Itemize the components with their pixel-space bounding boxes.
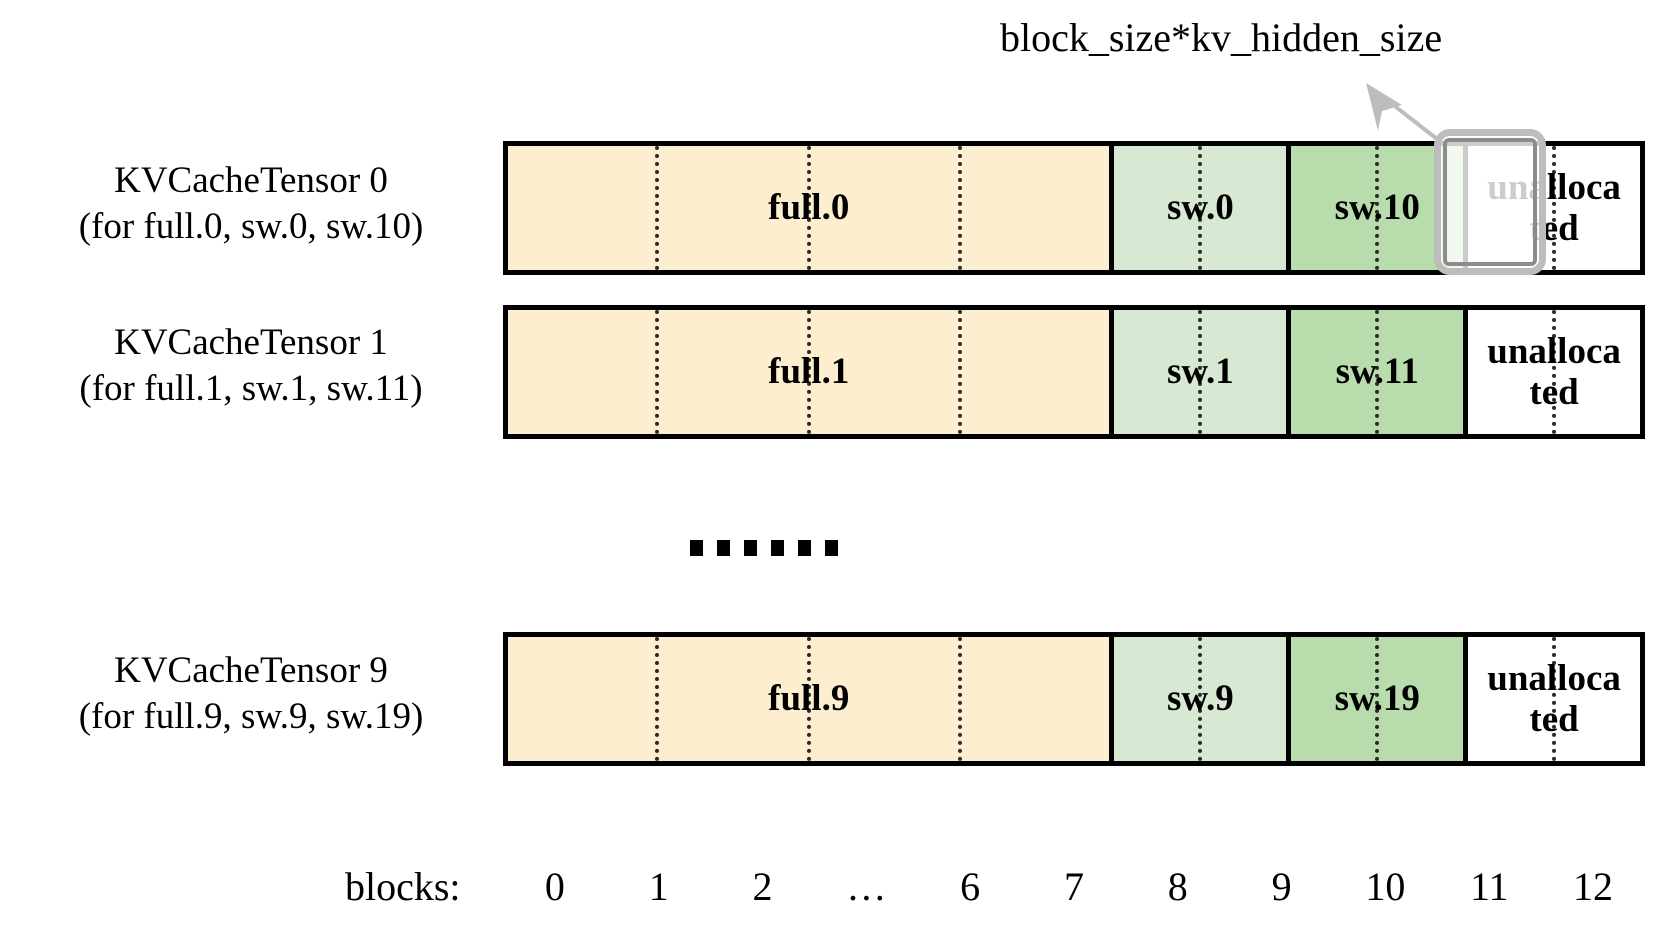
block-dividers bbox=[508, 146, 1109, 270]
segment-label-line2: ted bbox=[1529, 699, 1579, 740]
segment-label: full.0 bbox=[768, 187, 850, 229]
segment-label-line2: ted bbox=[1529, 372, 1579, 413]
blocks-axis: blocks: 0 1 2 … 6 7 8 9 10 11 12 bbox=[0, 863, 1676, 923]
axis-tick: 9 bbox=[1271, 864, 1292, 909]
axis-tick: 8 bbox=[1167, 864, 1188, 909]
segment-sw-10[interactable]: sw.10 bbox=[1286, 146, 1464, 270]
segment-full-1[interactable]: full.1 bbox=[508, 310, 1110, 434]
segment-sw-0[interactable]: sw.0 bbox=[1109, 146, 1287, 270]
row-label-line1: KVCacheTensor 0 bbox=[114, 160, 388, 201]
axis-tick: 10 bbox=[1365, 864, 1406, 909]
row-label-line2: (for full.9, sw.9, sw.19) bbox=[78, 696, 424, 738]
segment-label-line1: unalloca bbox=[1487, 330, 1621, 372]
block-dividers bbox=[1468, 310, 1640, 434]
axis-tick: 1 bbox=[648, 864, 669, 909]
segment-sw-1[interactable]: sw.1 bbox=[1109, 310, 1287, 434]
row-label-tensor-9: KVCacheTensor 9 (for full.9, sw.9, sw.19… bbox=[16, 648, 486, 741]
tensor-bar-9: full.9 sw.9 sw.19 unalloca ted bbox=[503, 632, 1645, 766]
callout-label: block_size*kv_hidden_size bbox=[1000, 15, 1443, 60]
segment-full-9[interactable]: full.9 bbox=[508, 637, 1110, 761]
block-dividers bbox=[508, 310, 1109, 434]
segment-label: sw.11 bbox=[1335, 351, 1419, 393]
segment-label: full.9 bbox=[768, 678, 850, 720]
row-label-line2: (for full.1, sw.1, sw.11) bbox=[79, 368, 423, 410]
segment-label: sw.19 bbox=[1334, 678, 1420, 720]
block-dividers bbox=[1468, 637, 1640, 761]
axis-tick: 12 bbox=[1573, 864, 1614, 909]
block-dividers bbox=[1114, 146, 1286, 270]
segment-label: sw.0 bbox=[1166, 187, 1234, 229]
vertical-ellipsis bbox=[690, 540, 838, 556]
axis-tick: 2 bbox=[752, 864, 773, 909]
row-label-line1: KVCacheTensor 9 bbox=[114, 650, 388, 691]
axis-tick: 11 bbox=[1469, 864, 1509, 909]
segment-sw-9[interactable]: sw.9 bbox=[1109, 637, 1287, 761]
block-dividers bbox=[508, 637, 1109, 761]
segment-label: full.1 bbox=[768, 351, 850, 393]
blocks-axis-ticks: 0 1 2 … 6 7 8 9 10 11 12 bbox=[503, 863, 1645, 910]
block-dividers bbox=[1468, 146, 1640, 270]
segment-label: sw.10 bbox=[1334, 187, 1420, 229]
segment-sw-19[interactable]: sw.19 bbox=[1286, 637, 1464, 761]
blocks-axis-title: blocks: bbox=[345, 864, 461, 909]
axis-tick: 7 bbox=[1063, 864, 1084, 909]
axis-tick: 0 bbox=[544, 864, 565, 909]
block-dividers bbox=[1114, 637, 1286, 761]
segment-unallocated-1[interactable]: unalloca ted bbox=[1463, 310, 1640, 434]
segment-label-line1: unalloca bbox=[1487, 657, 1621, 699]
block-highlight-box[interactable] bbox=[1434, 129, 1546, 275]
block-highlight-inner bbox=[1443, 138, 1537, 266]
segment-unallocated-9[interactable]: unalloca ted bbox=[1463, 637, 1640, 761]
segment-full-0[interactable]: full.0 bbox=[508, 146, 1110, 270]
row-label-tensor-0: KVCacheTensor 0 (for full.0, sw.0, sw.10… bbox=[16, 158, 486, 251]
segment-label: unalloca ted bbox=[1487, 658, 1621, 741]
block-dividers bbox=[1291, 146, 1463, 270]
tensor-bar-1: full.1 sw.1 sw.11 unalloca ted bbox=[503, 305, 1645, 439]
row-label-line2: (for full.0, sw.0, sw.10) bbox=[78, 206, 424, 248]
segment-sw-11[interactable]: sw.11 bbox=[1286, 310, 1464, 434]
segment-label: unalloca ted bbox=[1487, 331, 1621, 414]
row-label-tensor-1: KVCacheTensor 1 (for full.1, sw.1, sw.11… bbox=[16, 320, 486, 413]
axis-tick: 6 bbox=[960, 864, 981, 909]
row-label-line1: KVCacheTensor 1 bbox=[114, 322, 388, 363]
block-dividers bbox=[1291, 310, 1463, 434]
axis-tick: … bbox=[846, 864, 887, 909]
block-dividers bbox=[1291, 637, 1463, 761]
segment-label: sw.9 bbox=[1166, 678, 1234, 720]
block-dividers bbox=[1114, 310, 1286, 434]
segment-label: sw.1 bbox=[1166, 351, 1234, 393]
